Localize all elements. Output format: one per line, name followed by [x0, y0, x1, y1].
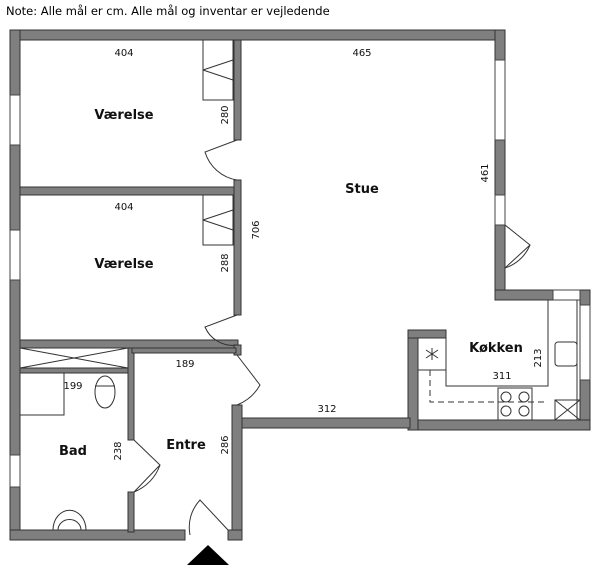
door-balcony [504, 224, 531, 269]
room-label-entre: Entre [166, 438, 206, 453]
dim-stue-width: 465 [352, 48, 371, 59]
dim-bad-width: 199 [63, 381, 82, 392]
door-entrance [188, 499, 229, 536]
door-bad [133, 439, 161, 493]
dim-vaerelse2-width: 404 [114, 202, 133, 213]
shower [19, 372, 65, 416]
shower-storage [19, 347, 129, 369]
room-label-vaerelse2: Værelse [94, 257, 153, 272]
room-label-bad: Bad [59, 444, 87, 459]
door-stue [236, 354, 261, 406]
stove [497, 387, 533, 421]
labels: Værelse 404 280 Værelse 404 288 Stue 465… [59, 48, 544, 461]
dim-stue-bottom: 312 [317, 404, 336, 415]
window-stue-2 [494, 194, 506, 226]
window-kokken-top [552, 289, 581, 301]
dim-stue-depth: 461 [480, 163, 491, 182]
dishwasher [554, 399, 581, 421]
dim-vaerelse1-depth: 280 [220, 105, 231, 124]
room-label-stue: Stue [345, 182, 379, 197]
dim-kokken-depth: 213 [533, 348, 544, 367]
doors [133, 139, 531, 565]
dim-vaerelse1-width: 404 [114, 48, 133, 59]
window-stue-1 [494, 59, 506, 141]
window-vaerelse1 [9, 94, 21, 146]
entrance-arrow-icon [187, 545, 229, 565]
dim-stue-depth-total: 706 [251, 220, 262, 239]
room-label-kokken: Køkken [469, 341, 523, 356]
sink-bad [52, 509, 87, 531]
door-vaerelse2 [204, 314, 238, 346]
window-bad [9, 454, 21, 488]
plan-note: Note: Alle mål er cm. Alle mål og invent… [6, 4, 330, 18]
dim-entre-depth: 286 [220, 435, 231, 454]
dim-vaerelse2-depth: 288 [220, 253, 231, 272]
windows [9, 59, 591, 488]
dim-kokken-width: 311 [492, 371, 511, 382]
toilet [94, 375, 116, 409]
window-vaerelse2 [9, 229, 21, 281]
kitchen-sink [554, 341, 578, 367]
window-kokken-side [579, 304, 591, 381]
room-label-vaerelse1: Værelse [94, 108, 153, 123]
interior-walls [19, 39, 242, 533]
dim-entre-width: 189 [175, 359, 194, 370]
dim-bad-depth: 238 [113, 441, 124, 460]
door-vaerelse1 [204, 139, 238, 181]
fixtures [19, 39, 581, 531]
wardrobe-2 [202, 194, 234, 246]
wardrobe-1 [202, 39, 234, 101]
